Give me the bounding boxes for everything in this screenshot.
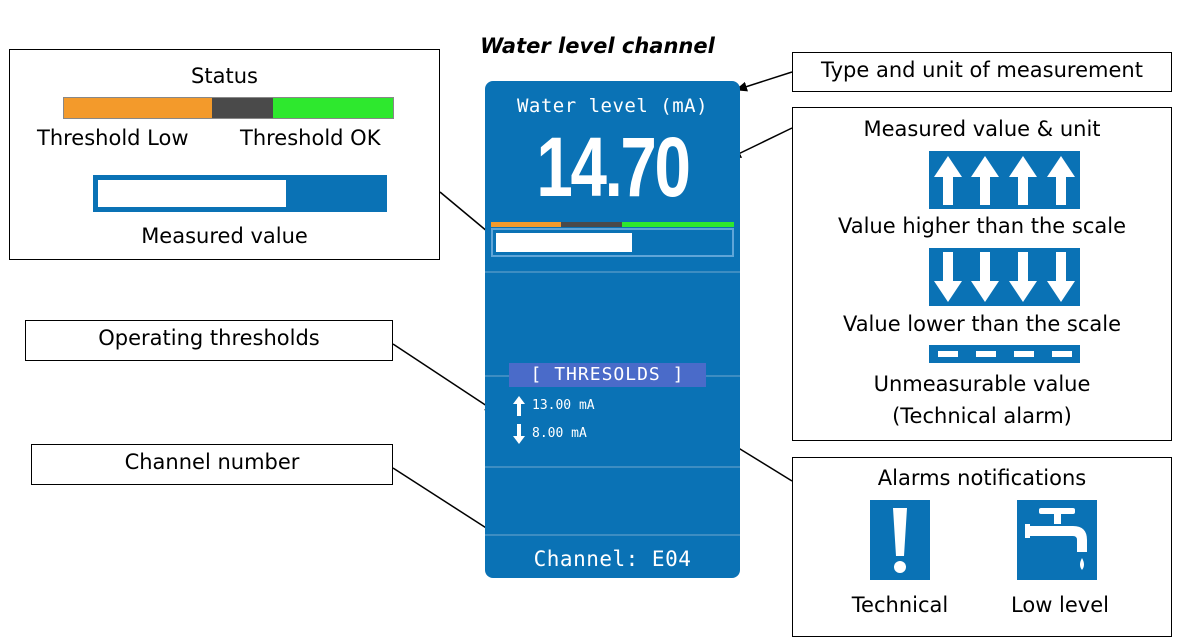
measured-value-label: Measured value (141, 224, 308, 248)
technical-label: Technical (851, 593, 949, 617)
status-bar-low (64, 98, 212, 118)
device-status-ok (622, 222, 734, 227)
operating-thresholds-box (25, 320, 393, 361)
diagram-title: Water level channel (480, 34, 715, 58)
unmeasurable-label-1: Unmeasurable value (873, 372, 1091, 396)
alarms-box (792, 457, 1172, 637)
channel-number-box (31, 444, 393, 485)
separator-3 (485, 466, 740, 468)
status-heading: Status (191, 64, 258, 88)
exclamation-icon (870, 500, 930, 580)
threshold-low-value: 8.00 mA (532, 426, 587, 441)
measured-value-unit-heading: Measured value & unit (863, 117, 1101, 141)
channel-number-label: Channel number (124, 450, 300, 474)
unmeasurable-label-2: (Technical alarm) (892, 404, 1072, 428)
alarms-heading: Alarms notifications (877, 466, 1087, 490)
threshold-low-label: Threshold Low (37, 126, 189, 150)
measure-type-text: Water level (mA) (516, 95, 709, 117)
status-bar-mid (212, 98, 273, 118)
leader-measured (729, 127, 793, 159)
measured-value-bar-fill (98, 180, 286, 207)
status-bar (63, 97, 394, 119)
leader-thresholds (392, 343, 497, 413)
value-higher-label: Value higher than the scale (837, 214, 1126, 238)
arrows-down-icon (929, 248, 1080, 306)
unmeasurable-dashes-icon (929, 345, 1080, 363)
device-level-bar-fill (496, 233, 632, 252)
leader-type (735, 71, 793, 92)
device-status-bar (491, 222, 734, 227)
status-bar-ok (273, 98, 393, 118)
status-legend-box (9, 49, 440, 260)
device-status-low (491, 222, 561, 227)
channel-display-panel: Water level (mA) 14.70 [ THRESOLDS ] 13.… (485, 81, 740, 578)
measured-value-display: 14.70 (536, 120, 691, 214)
threshold-high-value: 13.00 mA (532, 398, 595, 413)
arrows-up-icon (929, 151, 1080, 209)
device-level-bar (491, 228, 734, 257)
type-unit-box (792, 52, 1172, 92)
separator-4 (485, 534, 740, 536)
thresholds-heading: [ THRESOLDS ] (509, 363, 706, 387)
threshold-ok-label: Threshold OK (240, 126, 381, 150)
low-level-label: Low level (1011, 593, 1109, 617)
channel-id-text: Channel: E04 (533, 547, 692, 571)
value-lower-label: Value lower than the scale (842, 312, 1122, 336)
water-tap-icon (1017, 500, 1097, 580)
type-unit-label: Type and unit of measurement (821, 58, 1143, 82)
operating-thresholds-label: Operating thresholds (98, 326, 320, 350)
arrow-up-icon (513, 396, 525, 416)
measured-value-bar (93, 175, 387, 212)
arrow-down-icon (513, 424, 525, 444)
device-status-mid (561, 222, 622, 227)
separator-1 (485, 271, 740, 273)
